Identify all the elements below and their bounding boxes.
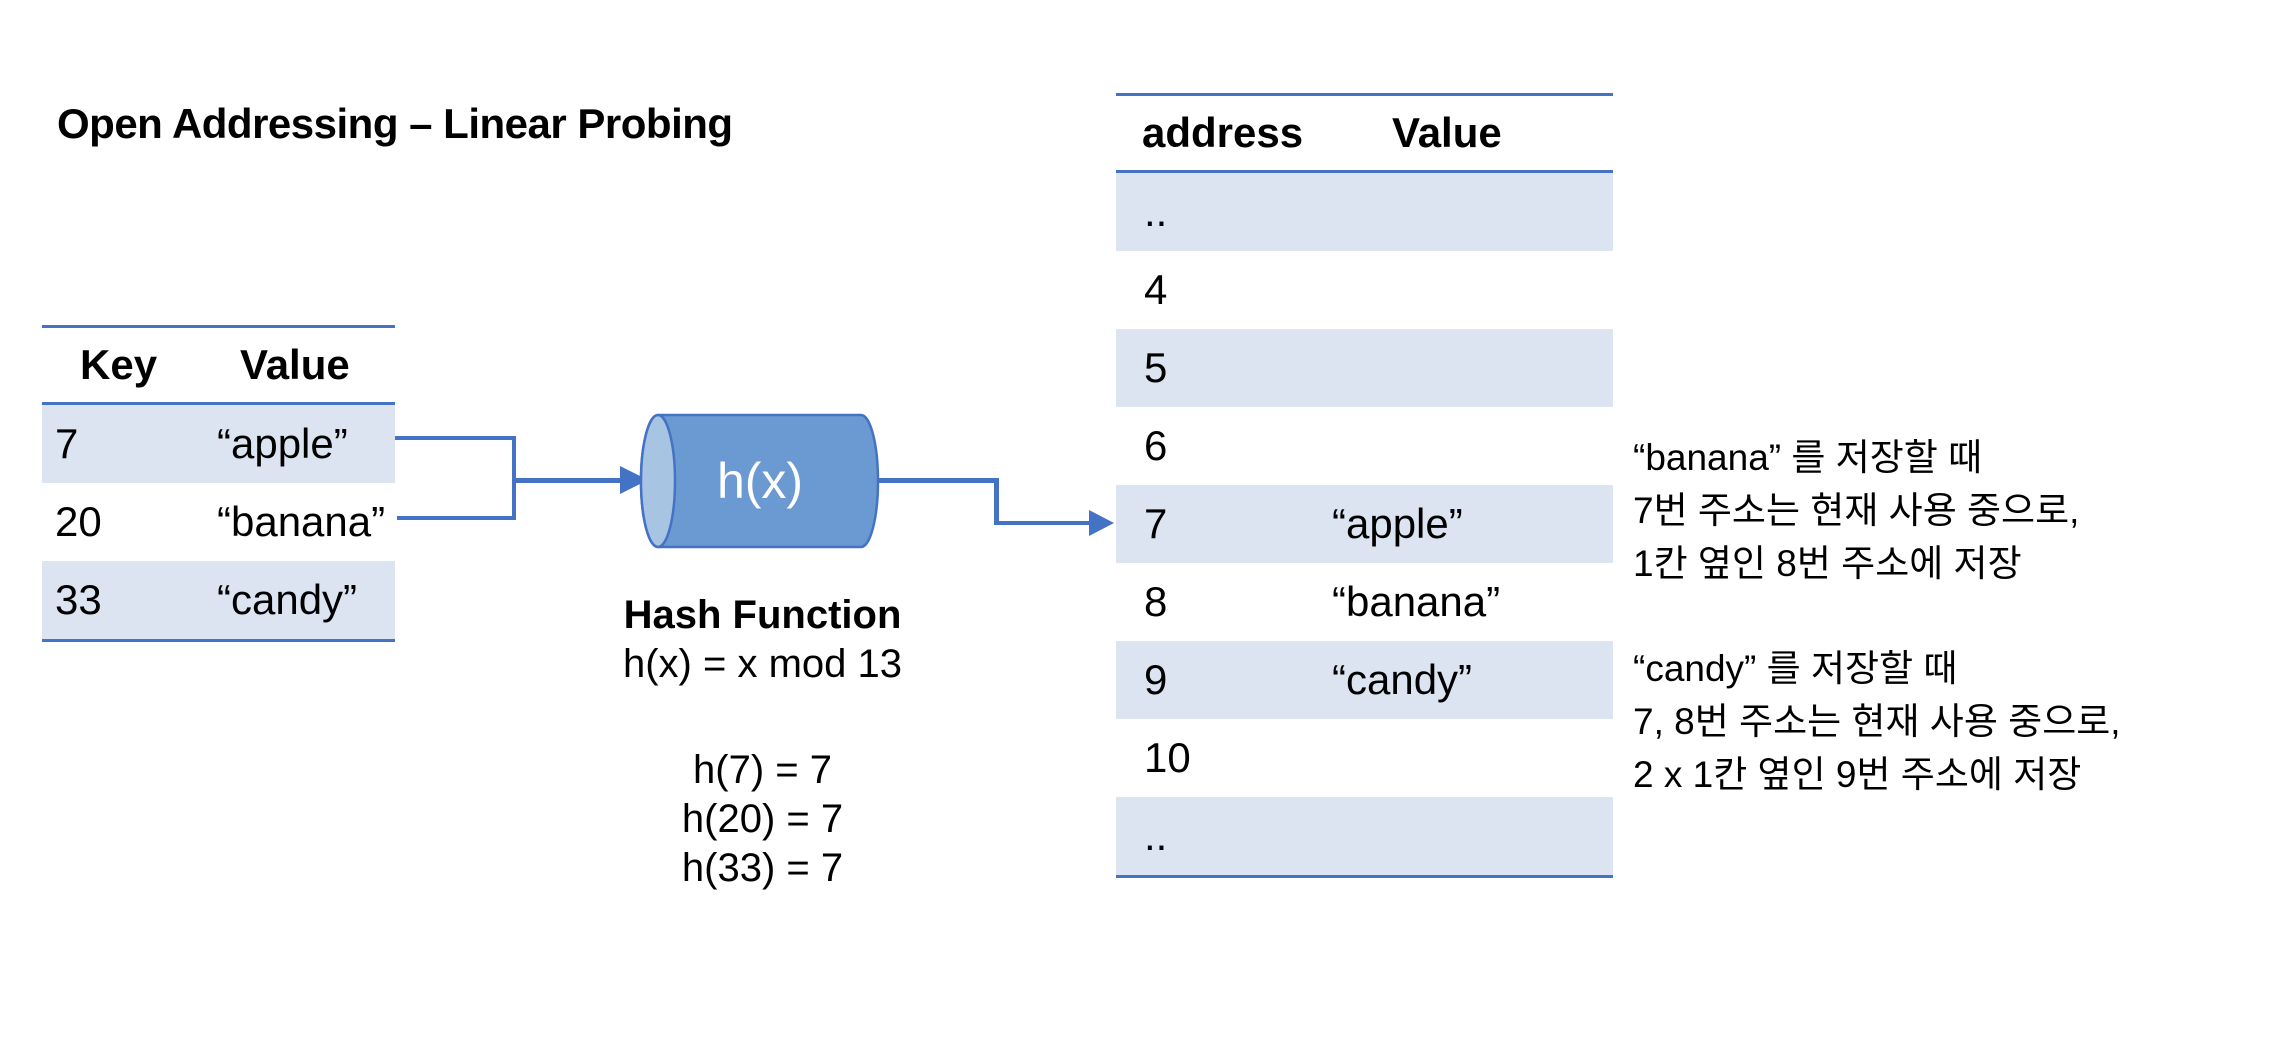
table-row: 7 “apple” — [1116, 485, 1613, 563]
hash-formula: h(x) = x mod 13 — [622, 642, 902, 686]
address-cell: .. — [1144, 812, 1168, 859]
key-value-table: Key Value 7 “apple” 20 “banana” 33 “cand… — [42, 325, 395, 642]
note-banana: “banana” 를 저장할 때 7번 주소는 현재 사용 중으로, 1칸 옆인… — [1633, 431, 2079, 590]
address-cell: 9 — [1144, 656, 1168, 703]
page-title: Open Addressing – Linear Probing — [57, 100, 733, 147]
value-header: Value — [1392, 109, 1502, 156]
key-table-header: Key Value — [42, 328, 395, 402]
table-header-border — [1116, 170, 1613, 173]
value-cell: “apple” — [217, 420, 348, 467]
connector-line-banana — [397, 516, 516, 520]
key-cell: 33 — [55, 576, 102, 623]
address-cell: 10 — [1144, 734, 1191, 781]
key-header: Key — [80, 341, 158, 388]
value-cell: “apple” — [1332, 500, 1463, 547]
value-cell: “banana” — [217, 498, 386, 545]
hash-examples: h(7) = 7 h(20) = 7 h(33) = 7 — [545, 746, 980, 893]
note-line: “candy” 를 저장할 때 — [1633, 648, 1958, 689]
table-row: .. — [1116, 797, 1613, 875]
connector-line-apple — [395, 436, 516, 440]
table-row: 10 — [1116, 719, 1613, 797]
arrow-to-table-head-icon — [1089, 510, 1114, 536]
arrow-to-hash-shaft — [512, 478, 624, 483]
hash-example: h(7) = 7 — [693, 748, 832, 792]
value-cell: “candy” — [1332, 656, 1473, 703]
table-top-border — [1116, 93, 1613, 96]
note-line: 2 x 1칸 옆인 9번 주소에 저장 — [1633, 754, 2082, 795]
table-row: 9 “candy” — [1116, 641, 1613, 719]
note-line: 7번 주소는 현재 사용 중으로, — [1633, 490, 2080, 531]
hash-example: h(20) = 7 — [681, 797, 844, 841]
hash-example: h(33) = 7 — [681, 846, 844, 890]
key-cell: 7 — [55, 420, 79, 467]
table-row: 5 — [1116, 329, 1613, 407]
address-cell: 4 — [1144, 266, 1168, 313]
table-bottom-border — [1116, 875, 1613, 878]
table-row: 20 “banana” — [42, 483, 395, 561]
note-line: 7, 8번 주소는 현재 사용 중으로, — [1633, 701, 2121, 742]
value-cell: “banana” — [1332, 578, 1501, 625]
table-header-border — [42, 402, 395, 405]
arrow-to-table-shaft1 — [877, 478, 998, 483]
table-row: 8 “banana” — [1116, 563, 1613, 641]
note-line: 1칸 옆인 8번 주소에 저장 — [1633, 543, 2022, 584]
table-row: 6 — [1116, 407, 1613, 485]
address-cell: 5 — [1144, 344, 1168, 391]
address-header: address — [1142, 109, 1304, 156]
hash-function-label: h(x) — [716, 453, 804, 509]
address-cell: 6 — [1144, 422, 1168, 469]
table-row: 33 “candy” — [42, 561, 395, 639]
cylinder-face — [639, 413, 677, 549]
address-cell: 7 — [1144, 500, 1168, 547]
table-bottom-border — [42, 639, 395, 642]
hash-function-description: Hash Function h(x) = x mod 13 h(7) = 7 h… — [545, 591, 980, 893]
table-row: 7 “apple” — [42, 405, 395, 483]
note-candy: “candy” 를 저장할 때 7, 8번 주소는 현재 사용 중으로, 2 x… — [1633, 642, 2121, 801]
arrow-to-table-elbow — [994, 478, 999, 525]
address-cell: .. — [1144, 188, 1168, 235]
hash-function-title: Hash Function — [623, 593, 902, 637]
note-line: “banana” 를 저장할 때 — [1633, 437, 1983, 478]
arrow-to-table-shaft2 — [994, 521, 1092, 525]
table-row: .. — [1116, 173, 1613, 251]
hash-cylinder — [639, 413, 880, 549]
address-cell: 8 — [1144, 578, 1168, 625]
key-cell: 20 — [55, 498, 102, 545]
value-cell: “candy” — [217, 576, 358, 623]
table-row: 4 — [1116, 251, 1613, 329]
address-table: address Value .. 4 5 6 7 “apple” 8 “bana… — [1116, 93, 1613, 878]
table-top-border — [42, 325, 395, 328]
address-table-header: address Value — [1116, 96, 1613, 170]
value-header: Value — [240, 341, 350, 388]
